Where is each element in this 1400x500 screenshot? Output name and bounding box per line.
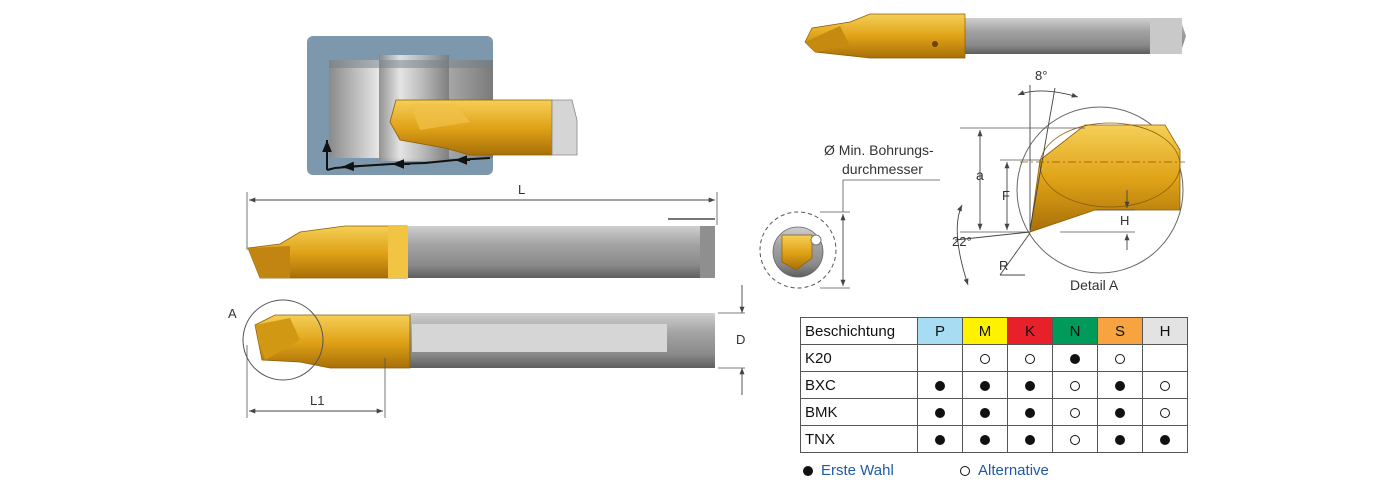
table-cell [962, 344, 1008, 372]
open-circle-icon [1160, 380, 1170, 391]
table-row: TNX [800, 425, 1188, 453]
table-cell [1142, 371, 1188, 399]
label-bore-line2: durchmesser [842, 161, 923, 177]
open-circle-icon [1115, 353, 1125, 364]
col-header: K [1007, 317, 1053, 345]
table-cell [1052, 344, 1098, 372]
filled-circle-icon [935, 380, 945, 391]
filled-circle-icon [803, 466, 813, 477]
tool-side-view [246, 192, 718, 279]
label-F: F [1002, 188, 1010, 203]
table-cell [1142, 425, 1188, 453]
filled-circle-icon [1115, 407, 1125, 418]
tool-top-view [242, 285, 745, 418]
table-cell [962, 398, 1008, 426]
legend-alternative: Alternative [960, 462, 1049, 479]
table-cell [1052, 398, 1098, 426]
col-header: N [1052, 317, 1098, 345]
table-cell [917, 371, 963, 399]
table-cell [1097, 398, 1143, 426]
table-header-row: Beschichtung P M K N S H [800, 317, 1188, 345]
label-L: L [518, 182, 525, 197]
col-header: H [1142, 317, 1188, 345]
table-cell [1142, 398, 1188, 426]
label-detail-a: Detail A [1070, 277, 1119, 293]
label-bore-line1: Ø Min. Bohrungs- [824, 142, 934, 158]
table-cell [1097, 371, 1143, 399]
coating-name: TNX [800, 425, 918, 453]
table-cell [1052, 425, 1098, 453]
filled-circle-icon [980, 380, 990, 391]
filled-circle-icon [1025, 434, 1035, 445]
table-cell [1097, 344, 1143, 372]
open-circle-icon [1160, 407, 1170, 418]
filled-circle-icon [1160, 434, 1170, 445]
filled-circle-icon [1025, 380, 1035, 391]
col-header: P [917, 317, 963, 345]
label-angle-8: 8° [1035, 68, 1047, 83]
table-header-coating: Beschichtung [800, 317, 918, 345]
open-circle-icon [1070, 434, 1080, 445]
filled-circle-icon [1025, 407, 1035, 418]
label-L1: L1 [310, 393, 324, 408]
filled-circle-icon [1115, 380, 1125, 391]
coating-name: BMK [800, 398, 918, 426]
table-cell [1052, 371, 1098, 399]
filled-circle-icon [1070, 353, 1080, 364]
machining-illustration [307, 36, 578, 175]
coating-name: K20 [800, 344, 918, 372]
detail-a [954, 85, 1185, 286]
label-H: H [1120, 213, 1129, 228]
table-cell [917, 344, 963, 372]
label-D: D [736, 332, 745, 347]
open-circle-icon [1025, 353, 1035, 364]
table-cell [962, 371, 1008, 399]
open-circle-icon [980, 353, 990, 364]
table-cell [917, 425, 963, 453]
col-header: S [1097, 317, 1143, 345]
filled-circle-icon [980, 434, 990, 445]
table-cell [1007, 371, 1053, 399]
filled-circle-icon [935, 407, 945, 418]
table-row: BXC [800, 371, 1188, 399]
legend-alternative-label: Alternative [978, 462, 1049, 479]
table-cell [1007, 425, 1053, 453]
filled-circle-icon [935, 434, 945, 445]
col-header: M [962, 317, 1008, 345]
table-cell [1097, 425, 1143, 453]
table-row: K20 [800, 344, 1188, 372]
legend-first-choice-label: Erste Wahl [821, 462, 894, 479]
open-circle-icon [1070, 407, 1080, 418]
front-view [759, 179, 940, 289]
table-row: BMK [800, 398, 1188, 426]
filled-circle-icon [980, 407, 990, 418]
label-R: R [999, 258, 1008, 273]
table-cell [1007, 344, 1053, 372]
table-cell [1007, 398, 1053, 426]
label-A: A [228, 306, 237, 321]
open-circle-icon [1070, 380, 1080, 391]
open-circle-icon [960, 466, 970, 477]
coating-name: BXC [800, 371, 918, 399]
filled-circle-icon [1115, 434, 1125, 445]
label-angle-22: 22° [952, 234, 972, 249]
table-cell [962, 425, 1008, 453]
legend-first-choice: Erste Wahl [803, 462, 894, 479]
label-a: a [976, 167, 984, 183]
table-cell [1142, 344, 1188, 372]
tool-perspective [804, 13, 1186, 59]
table-cell [917, 398, 963, 426]
